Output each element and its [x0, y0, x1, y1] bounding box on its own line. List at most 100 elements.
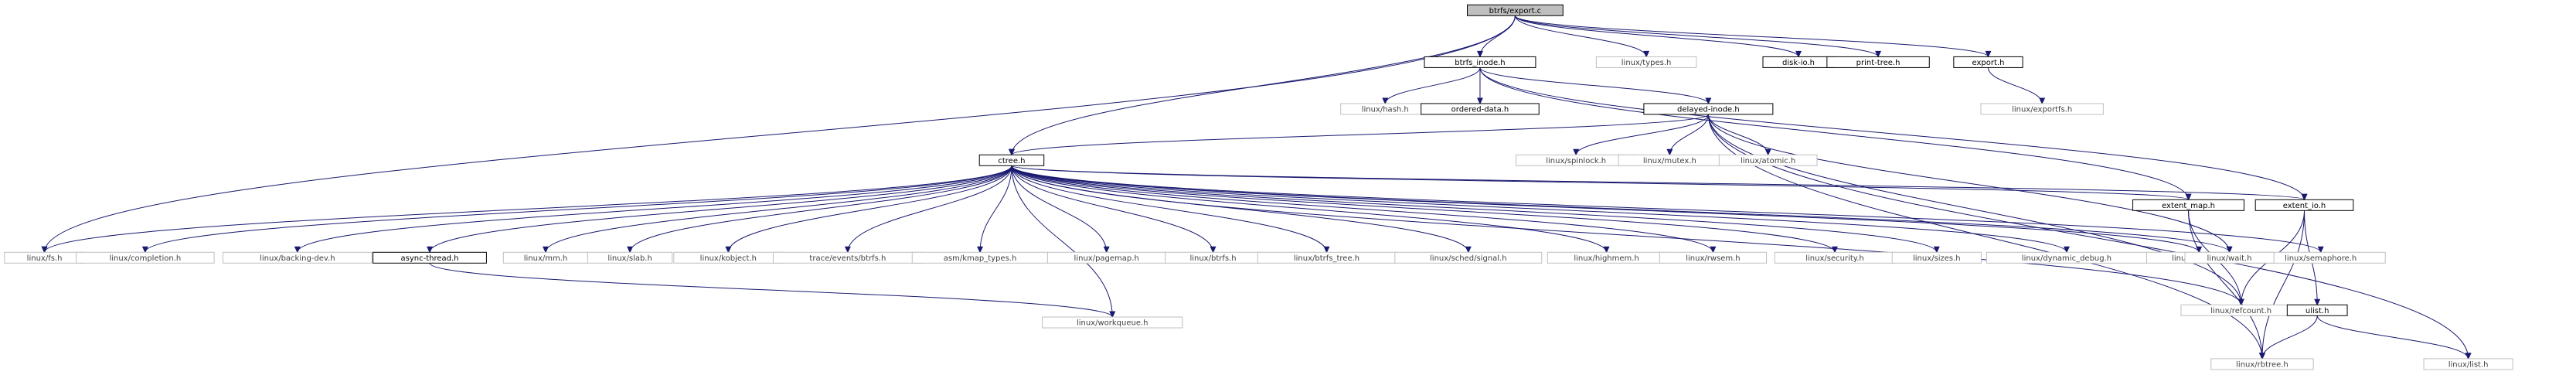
- node-label: linux/backing-dev.h: [260, 254, 335, 263]
- node-disk-io[interactable]: disk-io.h: [1762, 56, 1835, 68]
- node-linux-atomic: linux/atomic.h: [1718, 154, 1818, 166]
- edge-arrowhead: [1666, 148, 1673, 156]
- edge-line: [1011, 165, 1713, 253]
- edge-ulist-to-linux_rbtree: [2259, 315, 2318, 360]
- node-label: linux/dynamic_debug.h: [2022, 254, 2112, 263]
- edge-arrowhead: [1103, 246, 1110, 254]
- edge-line: [979, 165, 1012, 253]
- node-extent-map[interactable]: extent_map.h: [2132, 199, 2244, 211]
- edge-arrowhead: [1875, 50, 1882, 58]
- node-linux-kobject: linux/kobject.h: [673, 251, 784, 264]
- edge-arrowhead: [1705, 97, 1712, 105]
- edge-arrowhead: [627, 246, 634, 254]
- node-label: linux/atomic.h: [1741, 157, 1795, 165]
- node-asm-kmap-types: asm/kmap_types.h: [911, 251, 1049, 264]
- node-linux-workqueue: linux/workqueue.h: [1042, 316, 1183, 329]
- edge-line: [2261, 315, 2318, 359]
- node-box: [1891, 251, 1982, 264]
- node-linux-backing-dev: linux/backing-dev.h: [222, 251, 373, 264]
- edge-arrowhead: [2465, 353, 2472, 360]
- node-box: [2286, 304, 2348, 316]
- node-extent-io[interactable]: extent_io.h: [2254, 199, 2354, 211]
- edge-ctree-to-linux_slab: [627, 165, 1012, 254]
- node-linux-pagemap: linux/pagemap.h: [1046, 251, 1166, 264]
- node-export-c[interactable]: btrfs/export.c: [1467, 4, 1564, 16]
- edge-line: [727, 165, 1012, 253]
- edge-btrfs_inode-to-delayed_inode: [1479, 67, 1712, 105]
- node-label: export.h: [1972, 59, 2005, 67]
- edge-ctree-to-linux_pagemap: [1011, 165, 1110, 254]
- edge-extent_map-to-linux_rbtree: [2188, 210, 2265, 360]
- node-label: asm/kmap_types.h: [944, 254, 1017, 263]
- edge-ctree-to-async_thread: [427, 165, 1012, 254]
- node-linux-list: linux/list.h: [2423, 358, 2513, 370]
- edge-arrowhead: [1210, 246, 1217, 254]
- node-label: ctree.h: [998, 157, 1025, 165]
- edge-line: [1011, 165, 1108, 253]
- node-box: [2210, 358, 2314, 370]
- edge-export_c-to-linux_fs: [41, 15, 1516, 254]
- node-linux-refcount: linux/refcount.h: [2180, 304, 2302, 316]
- edge-arrowhead: [141, 246, 148, 254]
- node-delayed-inode[interactable]: delayed-inode.h: [1643, 103, 1774, 115]
- node-ordered-data[interactable]: ordered-data.h: [1421, 103, 1540, 115]
- node-box: [1718, 154, 1818, 166]
- edge-export_c-to-export_h: [1514, 15, 1992, 58]
- edge-ctree-to-linux_dynamic_debug: [1011, 165, 2070, 254]
- edge-delayed_inode-to-linux_wait: [1707, 114, 2233, 254]
- node-label: extent_map.h: [2162, 202, 2215, 210]
- node-linux-completion: linux/completion.h: [76, 251, 215, 264]
- node-label: linux/slab.h: [607, 254, 652, 263]
- node-label: trace/events/btrfs.h: [809, 254, 886, 263]
- edge-arrowhead: [1764, 148, 1771, 156]
- edge-arrowhead: [2259, 353, 2265, 360]
- edge-line: [1011, 15, 1516, 155]
- node-export-h[interactable]: export.h: [1953, 56, 2023, 68]
- edge-line: [44, 15, 1516, 253]
- edge-line: [429, 165, 1012, 253]
- edge-arrowhead: [427, 246, 433, 254]
- edge-ctree-to-linux_kobject: [725, 165, 1012, 254]
- node-print-tree[interactable]: print-tree.h: [1826, 56, 1930, 68]
- node-label: linux/btrfs.h: [1189, 254, 1236, 263]
- node-box: [1826, 56, 1930, 68]
- edge-line: [1011, 165, 1836, 253]
- node-label: linux/completion.h: [109, 254, 181, 263]
- node-btrfs-inode[interactable]: btrfs_inode.h: [1424, 56, 1536, 68]
- edge-arrowhead: [844, 246, 851, 254]
- edge-line: [1479, 67, 2305, 200]
- edge-arrowhead: [2317, 246, 2324, 254]
- node-label: linux/kobject.h: [700, 254, 757, 263]
- node-label: delayed-inode.h: [1677, 105, 1740, 114]
- node-linux-dynamic-debug: linux/dynamic_debug.h: [1986, 251, 2148, 264]
- node-box: [1424, 56, 1536, 68]
- edge-btrfs_inode-to-ordered_data: [1476, 67, 1483, 105]
- node-label: extent_io.h: [2283, 202, 2326, 210]
- node-async-thread[interactable]: async-thread.h: [373, 251, 487, 264]
- edge-delayed_inode-to-linux_rbtree: [1707, 114, 2265, 360]
- node-linux-rbtree: linux/rbtree.h: [2210, 358, 2314, 370]
- edge-arrowhead: [1008, 148, 1015, 156]
- edge-delayed_inode-to-linux_atomic: [1707, 114, 1771, 156]
- edge-line: [1011, 165, 1327, 253]
- node-label: linux/refcount.h: [2210, 307, 2271, 315]
- node-label: linux/types.h: [1621, 59, 1672, 67]
- edge-arrowhead: [977, 246, 984, 254]
- edge-export_c-to-print_tree: [1514, 15, 1882, 58]
- edge-delayed_inode-to-ctree: [1008, 114, 1709, 156]
- node-ctree[interactable]: ctree.h: [978, 154, 1045, 166]
- edge-line: [2188, 210, 2263, 359]
- edge-line: [1011, 165, 2190, 200]
- node-linux-fs: linux/fs.h: [4, 251, 85, 264]
- edge-line: [1514, 15, 1647, 57]
- node-linux-mutex: linux/mutex.h: [1618, 154, 1722, 166]
- edge-arrowhead: [2237, 298, 2244, 306]
- node-ulist[interactable]: ulist.h: [2286, 304, 2348, 316]
- edge-line: [1479, 67, 2190, 200]
- edge-line: [145, 165, 1012, 253]
- edge-ctree-to-linux_security: [1011, 165, 1838, 254]
- edge-arrowhead: [2301, 193, 2308, 201]
- edge-arrowhead: [41, 246, 48, 254]
- node-box: [76, 251, 215, 264]
